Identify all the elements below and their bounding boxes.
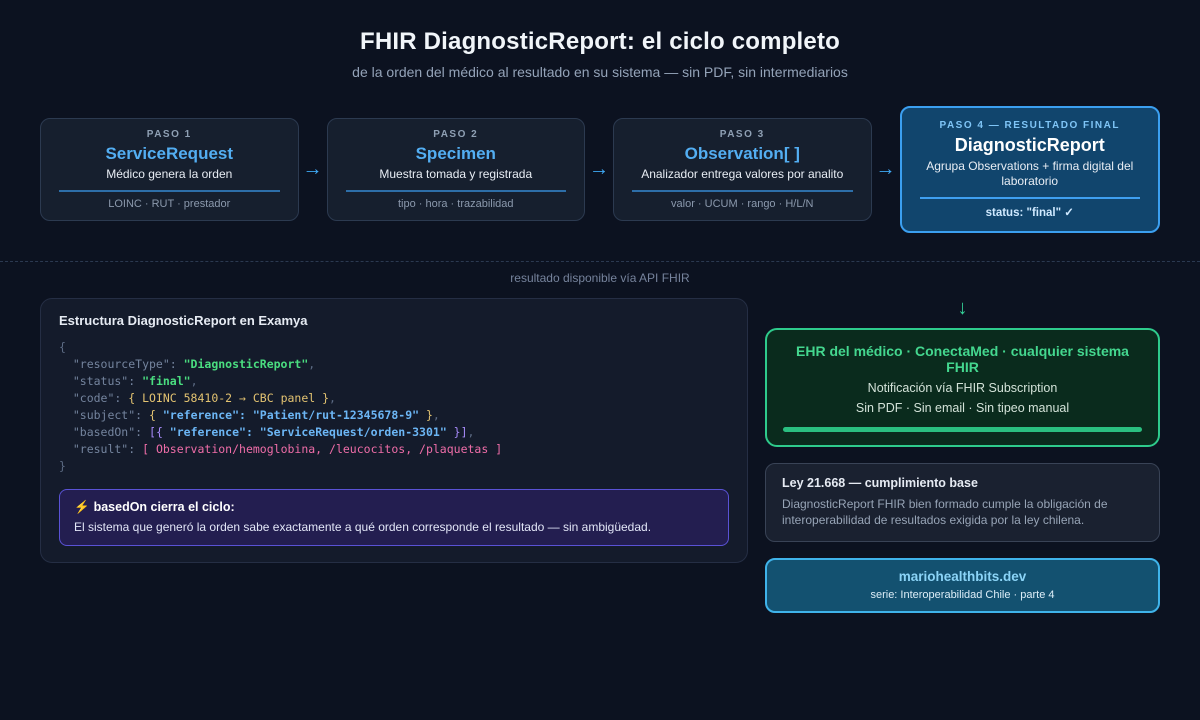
step-description: Analizador entrega valores por analito: [641, 167, 844, 181]
step-description: Médico genera la orden: [106, 167, 233, 181]
basedon-callout: ⚡basedOn cierra el ciclo: El sistema que…: [59, 489, 729, 546]
law-title: Ley 21.668 — cumplimiento base: [782, 476, 978, 490]
callout-title: ⚡basedOn cierra el ciclo:: [74, 500, 714, 515]
destination-line-2: Sin PDF · Sin email · Sin tipeo manual: [855, 401, 1070, 415]
step-meta: tipo · hora · trazabilidad: [397, 198, 514, 210]
callout-body: El sistema que generó la orden sabe exac…: [74, 520, 652, 534]
lightning-icon: ⚡: [74, 500, 90, 514]
step-label: PASO 4 — RESULTADO FINAL: [939, 120, 1120, 131]
step-divider: [632, 190, 853, 192]
right-column: ↓ EHR del médico · ConectaMed · cualquie…: [765, 297, 1160, 614]
step-card-servicerequest: PASO 1 ServiceRequest Médico genera la o…: [40, 118, 299, 221]
main-content: Estructura DiagnosticReport en Examya { …: [40, 297, 1160, 614]
down-arrow-icon: ↓: [957, 297, 968, 319]
dashed-separator: [0, 261, 1200, 262]
step-label: PASO 1: [146, 129, 192, 140]
step-divider: [59, 190, 280, 192]
code-line: }: [59, 459, 66, 473]
step-card-diagnosticreport: PASO 4 — RESULTADO FINAL DiagnosticRepor…: [899, 106, 1160, 233]
right-arrow-icon: →: [589, 158, 609, 180]
brand-box: mariohealthbits.dev serie: Interoperabil…: [765, 558, 1160, 614]
step-resource-name: Observation[ ]: [684, 144, 800, 163]
step-card-specimen: PASO 2 Specimen Muestra tomada y registr…: [326, 118, 585, 221]
separator-label: resultado disponible vía API FHIR: [510, 271, 690, 285]
destination-line-1: Notificación vía FHIR Subscription: [867, 381, 1058, 395]
step-description: Muestra tomada y registrada: [379, 167, 533, 181]
step-label: PASO 3: [719, 129, 765, 140]
page-subtitle: de la orden del médico al resultado en s…: [352, 64, 848, 80]
code-panel-title: Estructura DiagnosticReport en Examya: [59, 313, 308, 328]
code-line: "basedOn": [{ "reference": "ServiceReque…: [59, 425, 475, 439]
brand-site-link[interactable]: mariohealthbits.dev: [898, 569, 1027, 585]
step-resource-name: ServiceRequest: [105, 144, 234, 163]
code-line: "status": "final",: [59, 374, 198, 388]
code-line: "code": { LOINC 58410-2 → CBC panel },: [59, 391, 336, 405]
step-label: PASO 2: [433, 129, 479, 140]
step-meta: LOINC · RUT · prestador: [108, 198, 231, 210]
step-divider: [345, 190, 566, 192]
code-line: "result": [ Observation/hemoglobina, /le…: [59, 442, 503, 456]
destination-box: EHR del médico · ConectaMed · cualquier …: [765, 328, 1160, 447]
callout-title-text: basedOn cierra el ciclo:: [93, 500, 235, 514]
brand-series-label: serie: Interoperabilidad Chile · parte 4: [870, 589, 1055, 602]
steps-row: PASO 1 ServiceRequest Médico genera la o…: [40, 106, 1160, 233]
page-title: FHIR DiagnosticReport: el ciclo completo: [359, 28, 841, 55]
step-card-observation: PASO 3 Observation[ ] Analizador entrega…: [613, 118, 872, 221]
code-panel: Estructura DiagnosticReport en Examya { …: [40, 298, 748, 563]
code-line: "resourceType": "DiagnosticReport",: [59, 357, 316, 371]
law-body: DiagnosticReport FHIR bien formado cumpl…: [782, 497, 1108, 528]
step-status-badge: status: "final" ✓: [985, 207, 1074, 219]
code-block: { "resourceType": "DiagnosticReport", "s…: [59, 339, 729, 475]
step-description: Agrupa Observations + firma digital del …: [926, 159, 1134, 188]
step-resource-name: DiagnosticReport: [954, 135, 1105, 155]
law-box: Ley 21.668 — cumplimiento base Diagnosti…: [765, 463, 1160, 543]
right-arrow-icon: →: [875, 158, 896, 180]
header: FHIR DiagnosticReport: el ciclo completo…: [0, 28, 1200, 80]
destination-title: EHR del médico · ConectaMed · cualquier …: [796, 343, 1129, 375]
step-divider: [919, 197, 1140, 199]
step-meta: valor · UCUM · rango · H/L/N: [671, 198, 814, 210]
code-line: "subject": { "reference": "Patient/rut-1…: [59, 408, 440, 422]
step-resource-name: Specimen: [415, 144, 496, 163]
code-line: {: [59, 340, 66, 354]
progress-bar: [783, 427, 1142, 432]
right-arrow-icon: →: [302, 158, 323, 180]
